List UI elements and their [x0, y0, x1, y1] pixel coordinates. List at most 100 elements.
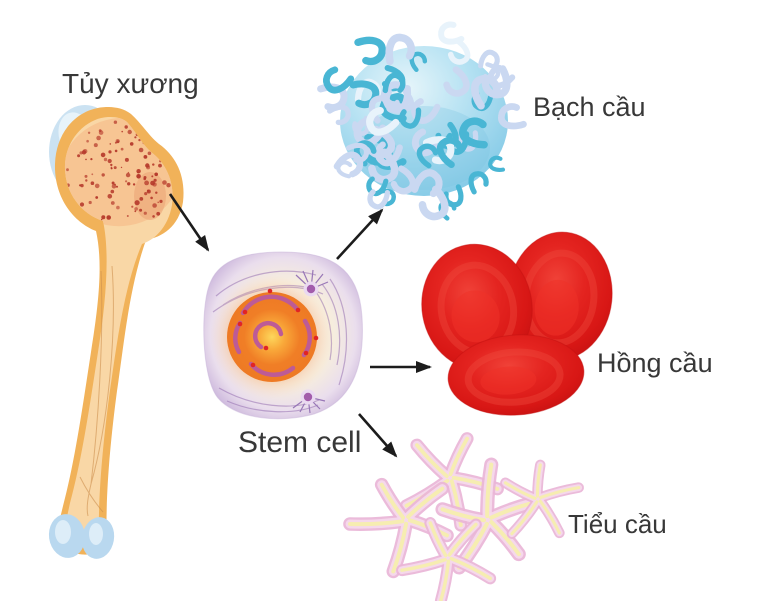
marrow-speckle-dot — [120, 147, 124, 151]
label-platelet: Tiểu cầu — [568, 509, 667, 539]
platelet-arm — [485, 462, 494, 519]
label-bone-marrow: Tủy xương — [62, 68, 199, 99]
marrow-speckle-dot — [132, 183, 136, 186]
wbc-squiggle — [416, 143, 439, 169]
bone-inner — [64, 117, 173, 544]
marrow-speckle-dot — [100, 152, 106, 158]
wbc-squiggle — [374, 141, 403, 167]
marrow-speckle-dot — [113, 166, 117, 170]
platelet-arm — [440, 507, 487, 523]
rbc-right — [507, 231, 613, 361]
marrow-speckle-dot — [126, 215, 129, 217]
marrow-speckle-dot — [87, 131, 91, 134]
marrow-speckle-dot — [66, 168, 69, 172]
marrow-speckle-dot — [116, 140, 120, 144]
chromosome-dots — [237, 288, 319, 368]
marrow-speckle-dot — [162, 180, 167, 185]
marrow-speckle-dot — [157, 201, 159, 204]
marrow-speckle-dot — [107, 158, 112, 164]
bone-marrow-dense-patch — [134, 172, 166, 220]
marrow-speckle-dot — [143, 211, 147, 215]
label-stem-cell: Stem cell — [238, 426, 362, 459]
marrow-speckle-dot — [91, 173, 94, 176]
marrow-speckle-dot — [107, 194, 113, 199]
wbc-squiggle — [367, 189, 391, 210]
marrow-speckle-dot — [96, 135, 101, 141]
wbc-squiggle — [447, 39, 471, 65]
wbc-squiggle — [353, 118, 387, 148]
marrow-speckle-dot — [90, 158, 93, 161]
marrow-speckle-dot — [94, 183, 100, 189]
marrow-speckle-dot — [139, 208, 143, 212]
marrow-speckle-dot — [120, 166, 123, 169]
condyle-left-highlight — [55, 520, 71, 544]
platelet-arm — [447, 522, 478, 557]
marrow-speckle-dot — [93, 143, 98, 148]
marrow-speckle-dot — [125, 172, 131, 178]
marrow-speckle-dot — [134, 200, 140, 206]
marrow-speckle-dot — [134, 210, 137, 213]
wbc-squiggle — [443, 66, 470, 97]
rbc-bottom — [447, 334, 585, 416]
wbc-squiggle — [438, 21, 465, 45]
marrow-speckle-dot — [106, 215, 111, 220]
wbc-squiggle — [336, 160, 353, 179]
platelet-arm — [538, 486, 581, 500]
marrow-speckle-dot — [110, 167, 113, 170]
wbc-squiggle — [354, 36, 386, 66]
platelet-arm — [510, 500, 539, 536]
platelet-arm — [449, 556, 492, 581]
marrow-speckle-dot — [139, 197, 144, 201]
marrow-speckle-dot — [147, 189, 150, 192]
platelet-arm — [415, 443, 449, 479]
marrow-speckle-dot — [153, 178, 157, 182]
marrow-speckle-dot — [158, 163, 162, 168]
marrow-speckle-dot — [155, 191, 158, 194]
marrow-speckle-dot — [143, 155, 148, 159]
marrow-speckle-dot — [90, 181, 95, 185]
arrow-bone-to-stem-cell — [168, 193, 210, 252]
marrow-speckle-dot — [81, 150, 87, 155]
marrow-speckle-dot — [131, 205, 134, 208]
marrow-speckle-dot — [77, 154, 81, 158]
marrow-speckle-dot — [144, 180, 150, 186]
platelet-arm — [535, 463, 542, 498]
marrow-speckle-dot — [152, 163, 155, 166]
marrow-speckle-dot — [110, 163, 113, 167]
marrow-speckle-dot — [111, 181, 115, 185]
wbc-squiggle — [498, 103, 527, 130]
marrow-speckle-dot — [136, 174, 141, 179]
marrow-speckle-dot — [156, 211, 161, 216]
marrow-speckle-dot — [84, 174, 88, 178]
wbc-squiggle — [409, 51, 428, 73]
platelet-arm — [400, 557, 447, 572]
centrosome-top — [295, 269, 329, 297]
red-blood-cells-illustration — [421, 231, 613, 416]
marrow-speckle-dot — [148, 131, 152, 135]
marrow-speckle-dot — [143, 176, 147, 179]
platelet-arm — [348, 519, 405, 527]
wbc-squiggle — [333, 151, 364, 178]
marrow-speckle-dot — [86, 139, 89, 143]
marrow-speckle-dot — [101, 215, 106, 220]
marrow-speckle-dot — [110, 201, 115, 205]
marrow-speckle-dot — [150, 196, 153, 200]
platelet-arm — [489, 520, 521, 557]
centrosome-bottom — [292, 389, 326, 414]
wbc-squiggle — [477, 49, 500, 70]
marrow-speckle-dot — [127, 182, 131, 186]
marrow-speckle-dot — [137, 171, 139, 174]
marrow-speckle-dot — [138, 138, 141, 142]
marrow-speckle-dot — [79, 151, 83, 155]
marrow-speckle-dot — [147, 151, 152, 156]
arrow-stem-to-wbc — [336, 208, 384, 260]
marrow-speckle-dot — [159, 199, 163, 203]
marrow-speckle-dot — [124, 125, 128, 129]
label-red-blood-cell: Hồng cầu — [597, 348, 713, 378]
marrow-speckle-dot — [80, 183, 84, 188]
marrow-speckle-dot — [124, 157, 129, 162]
platelet-arm — [428, 521, 448, 558]
platelet-arm — [406, 486, 445, 519]
wbc-squiggle — [323, 66, 355, 94]
